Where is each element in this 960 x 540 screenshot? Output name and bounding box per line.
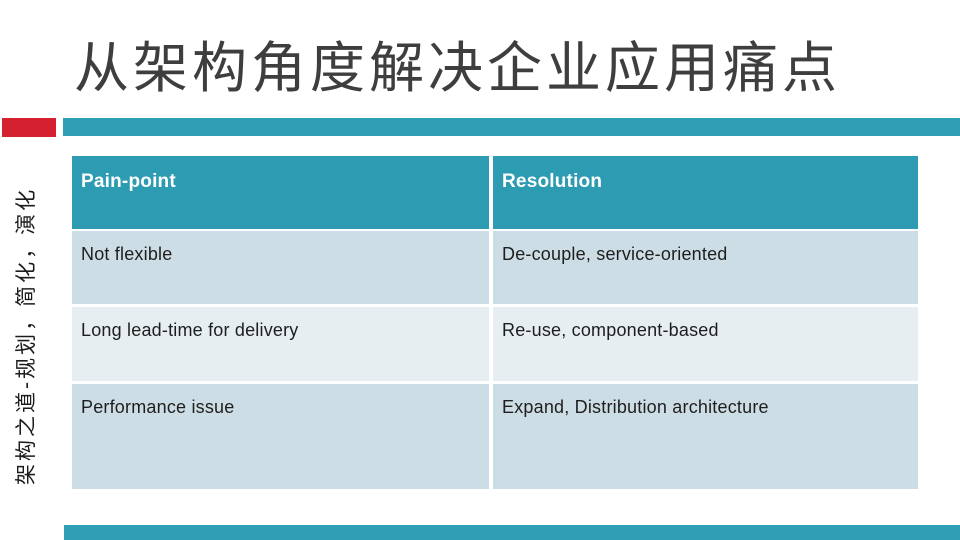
table-cell: Re-use, component-based	[493, 307, 918, 381]
red-accent-bar	[2, 118, 56, 137]
bottom-teal-band	[64, 525, 960, 540]
teal-accent-band	[63, 118, 960, 136]
table-cell: Performance issue	[72, 384, 489, 489]
table-row: Not flexible De-couple, service-oriented	[72, 231, 918, 304]
vertical-footer-text: 架构之道-规划，简化，演化	[14, 186, 38, 485]
pain-point-table: Pain-point Resolution Not flexible De-co…	[72, 156, 918, 489]
table-row: Performance issue Expand, Distribution a…	[72, 384, 918, 489]
table-cell: De-couple, service-oriented	[493, 231, 918, 304]
table-row: Long lead-time for delivery Re-use, comp…	[72, 307, 918, 381]
table-cell: Expand, Distribution architecture	[493, 384, 918, 489]
table-header-pain-point: Pain-point	[72, 156, 489, 229]
table-header-row: Pain-point Resolution	[72, 156, 918, 229]
table-cell: Not flexible	[72, 231, 489, 304]
page-title: 从架构角度解决企业应用痛点	[74, 36, 842, 100]
table-cell: Long lead-time for delivery	[72, 307, 489, 381]
table-header-resolution: Resolution	[493, 156, 918, 229]
